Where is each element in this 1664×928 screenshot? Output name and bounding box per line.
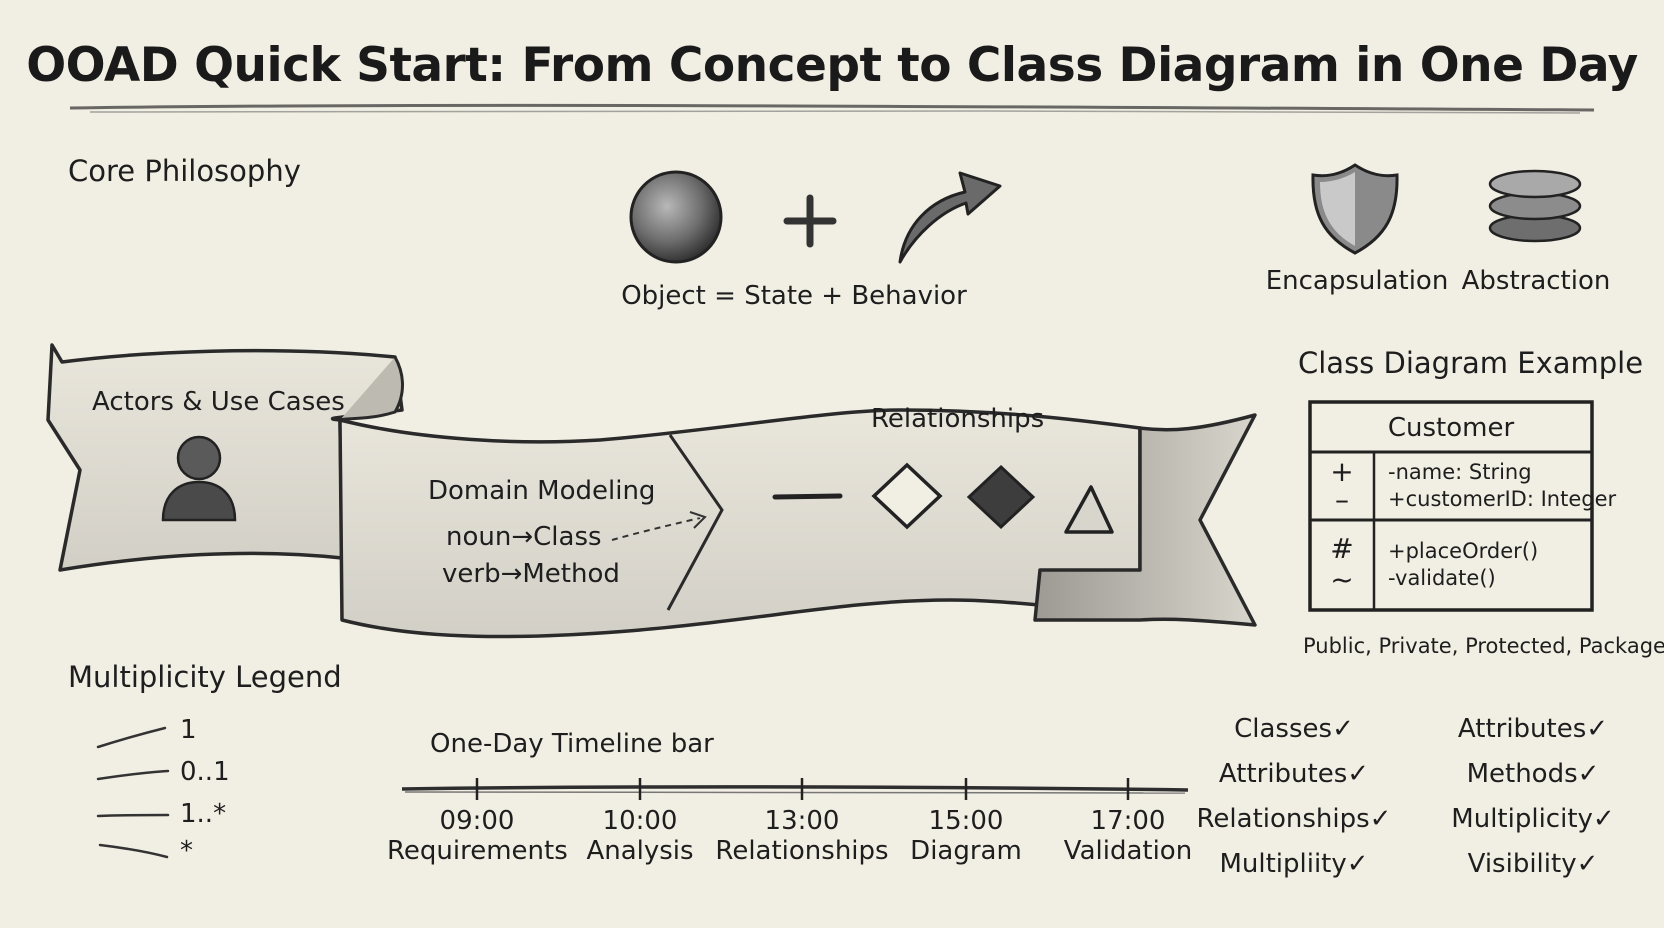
stacked-discs-icon xyxy=(1488,169,1582,243)
visibility-symbol-public: + xyxy=(1330,455,1354,488)
principle-encapsulation: Encapsulation xyxy=(1265,266,1449,296)
check-icon: ✓ xyxy=(1586,714,1609,744)
class-diagram-heading: Class Diagram Example xyxy=(1298,346,1644,380)
composition-diamond-icon xyxy=(966,464,1036,530)
timeline-time: 10:00 xyxy=(602,806,678,836)
checklist-item: Attributes✓ xyxy=(1457,714,1609,744)
timeline-time: 09:00 xyxy=(439,806,515,836)
timeline-label: Requirements xyxy=(387,836,568,866)
banner-right-tail xyxy=(1033,413,1257,627)
user-icon xyxy=(161,435,237,522)
multiplicity-item: * xyxy=(180,836,193,866)
actors-use-cases-heading: Actors & Use Cases xyxy=(92,387,345,417)
association-line-icon xyxy=(772,493,843,500)
dashed-arrow-icon xyxy=(611,511,707,541)
object-equation: Object = State + Behavior xyxy=(621,281,967,311)
domain-line-verb: verb→Method xyxy=(442,559,620,589)
timeline-bar xyxy=(401,778,1189,800)
checklist-item: Methods✓ xyxy=(1466,759,1600,789)
timeline-label: Relationships xyxy=(715,836,889,866)
plus-icon xyxy=(783,194,837,248)
timeline-label: Validation xyxy=(1063,836,1193,866)
curved-arrow-icon xyxy=(898,171,1002,264)
class-method: +placeOrder() xyxy=(1388,539,1539,563)
timeline-time: 15:00 xyxy=(928,806,1004,836)
class-attribute: -name: String xyxy=(1388,460,1532,484)
banner-left-flag xyxy=(46,343,404,572)
checklist-item: Multiplicity✓ xyxy=(1451,804,1615,834)
domain-line-noun: noun→Class xyxy=(446,522,602,552)
check-icon: ✓ xyxy=(1346,849,1369,879)
multiplicity-item: 1..* xyxy=(180,799,227,829)
checklist-item: Visibility✓ xyxy=(1467,849,1599,879)
visibility-symbol-private: – xyxy=(1335,483,1349,516)
checklist-item: Multipliity✓ xyxy=(1219,849,1369,879)
multiplicity-lines xyxy=(96,726,170,859)
domain-modeling-heading: Domain Modeling xyxy=(428,476,656,506)
check-icon: ✓ xyxy=(1592,804,1615,834)
checklist-item: Attributes✓ xyxy=(1218,759,1370,789)
timeline-label: Analysis xyxy=(586,836,694,866)
page-title: OOAD Quick Start: From Concept to Class … xyxy=(26,38,1638,93)
shield-icon xyxy=(1311,163,1399,255)
multiplicity-item: 1 xyxy=(180,715,197,745)
class-attribute: +customerID: Integer xyxy=(1388,487,1617,511)
class-name: Customer xyxy=(1387,413,1515,443)
check-icon: ✓ xyxy=(1369,804,1392,834)
multiplicity-legend-heading: Multiplicity Legend xyxy=(68,660,342,694)
timeline-label: Diagram xyxy=(910,836,1022,866)
checklist-item: Classes✓ xyxy=(1234,714,1354,744)
principle-abstraction: Abstraction xyxy=(1461,266,1611,296)
check-icon: ✓ xyxy=(1577,759,1600,789)
relationships-heading: Relationships xyxy=(871,404,1045,434)
visibility-caption: Public, Private, Protected, Package xyxy=(1303,634,1664,658)
timeline-time: 13:00 xyxy=(764,806,840,836)
title-underline xyxy=(69,103,1595,112)
circle-object-icon xyxy=(629,170,723,264)
timeline-time: 17:00 xyxy=(1090,806,1166,836)
check-icon: ✓ xyxy=(1576,849,1599,879)
multiplicity-item: 0..1 xyxy=(180,757,230,787)
checklist-item: Relationships✓ xyxy=(1196,804,1392,834)
class-box xyxy=(1308,400,1594,612)
visibility-symbol-protected: # xyxy=(1330,532,1354,565)
check-icon: ✓ xyxy=(1332,714,1354,744)
timeline-heading: One-Day Timeline bar xyxy=(430,729,714,759)
inheritance-triangle-icon xyxy=(1064,485,1114,534)
visibility-symbol-package: ~ xyxy=(1330,563,1354,596)
check-icon: ✓ xyxy=(1347,759,1370,789)
core-philosophy-heading: Core Philosophy xyxy=(68,154,301,188)
class-method: -validate() xyxy=(1388,566,1496,590)
aggregation-diamond-icon xyxy=(871,462,943,530)
